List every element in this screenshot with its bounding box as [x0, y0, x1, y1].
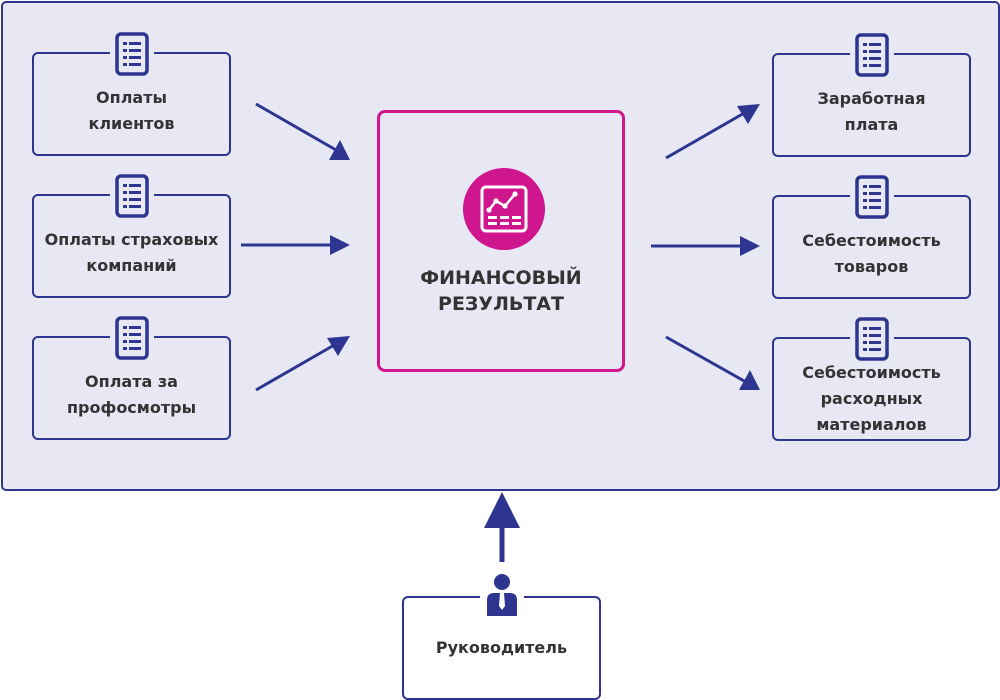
node-label: Оплата за профосмотры	[66, 372, 197, 417]
document-list-icon	[849, 31, 894, 79]
output-node-materials-cost: Себестоимость расходных материалов	[772, 315, 971, 441]
financial-result-title: ФИНАНСОВЫЙ РЕЗУЛЬТАТ	[420, 267, 582, 315]
output-node-salary: Заработная плата	[772, 31, 971, 157]
input-node-insurance-payments: Оплаты страховых компаний	[32, 172, 231, 298]
chart-dashboard-icon	[463, 168, 545, 250]
financial-result-node: ФИНАНСОВЫЙ РЕЗУЛЬТАТ	[377, 110, 625, 372]
manager-person-icon	[479, 570, 524, 618]
node-label: Себестоимость расходных материалов	[802, 363, 941, 434]
input-node-checkup-payments: Оплата за профосмотры	[32, 314, 231, 440]
node-label: Себестоимость товаров	[802, 231, 941, 276]
arrow-manager-to-panel	[484, 492, 520, 562]
document-list-icon	[849, 315, 894, 363]
input-node-client-payments: Оплаты клиентов	[32, 30, 231, 156]
document-list-icon	[849, 173, 894, 221]
output-node-goods-cost: Себестоимость товаров	[772, 173, 971, 299]
document-list-icon	[109, 172, 154, 220]
document-list-icon	[109, 30, 154, 78]
node-label: Заработная плата	[817, 89, 926, 134]
node-label: Руководитель	[435, 638, 568, 657]
actor-node-manager: Руководитель	[402, 570, 601, 700]
node-label: Оплаты клиентов	[88, 88, 175, 133]
node-label: Оплаты страховых компаний	[44, 230, 219, 275]
document-list-icon	[109, 314, 154, 362]
